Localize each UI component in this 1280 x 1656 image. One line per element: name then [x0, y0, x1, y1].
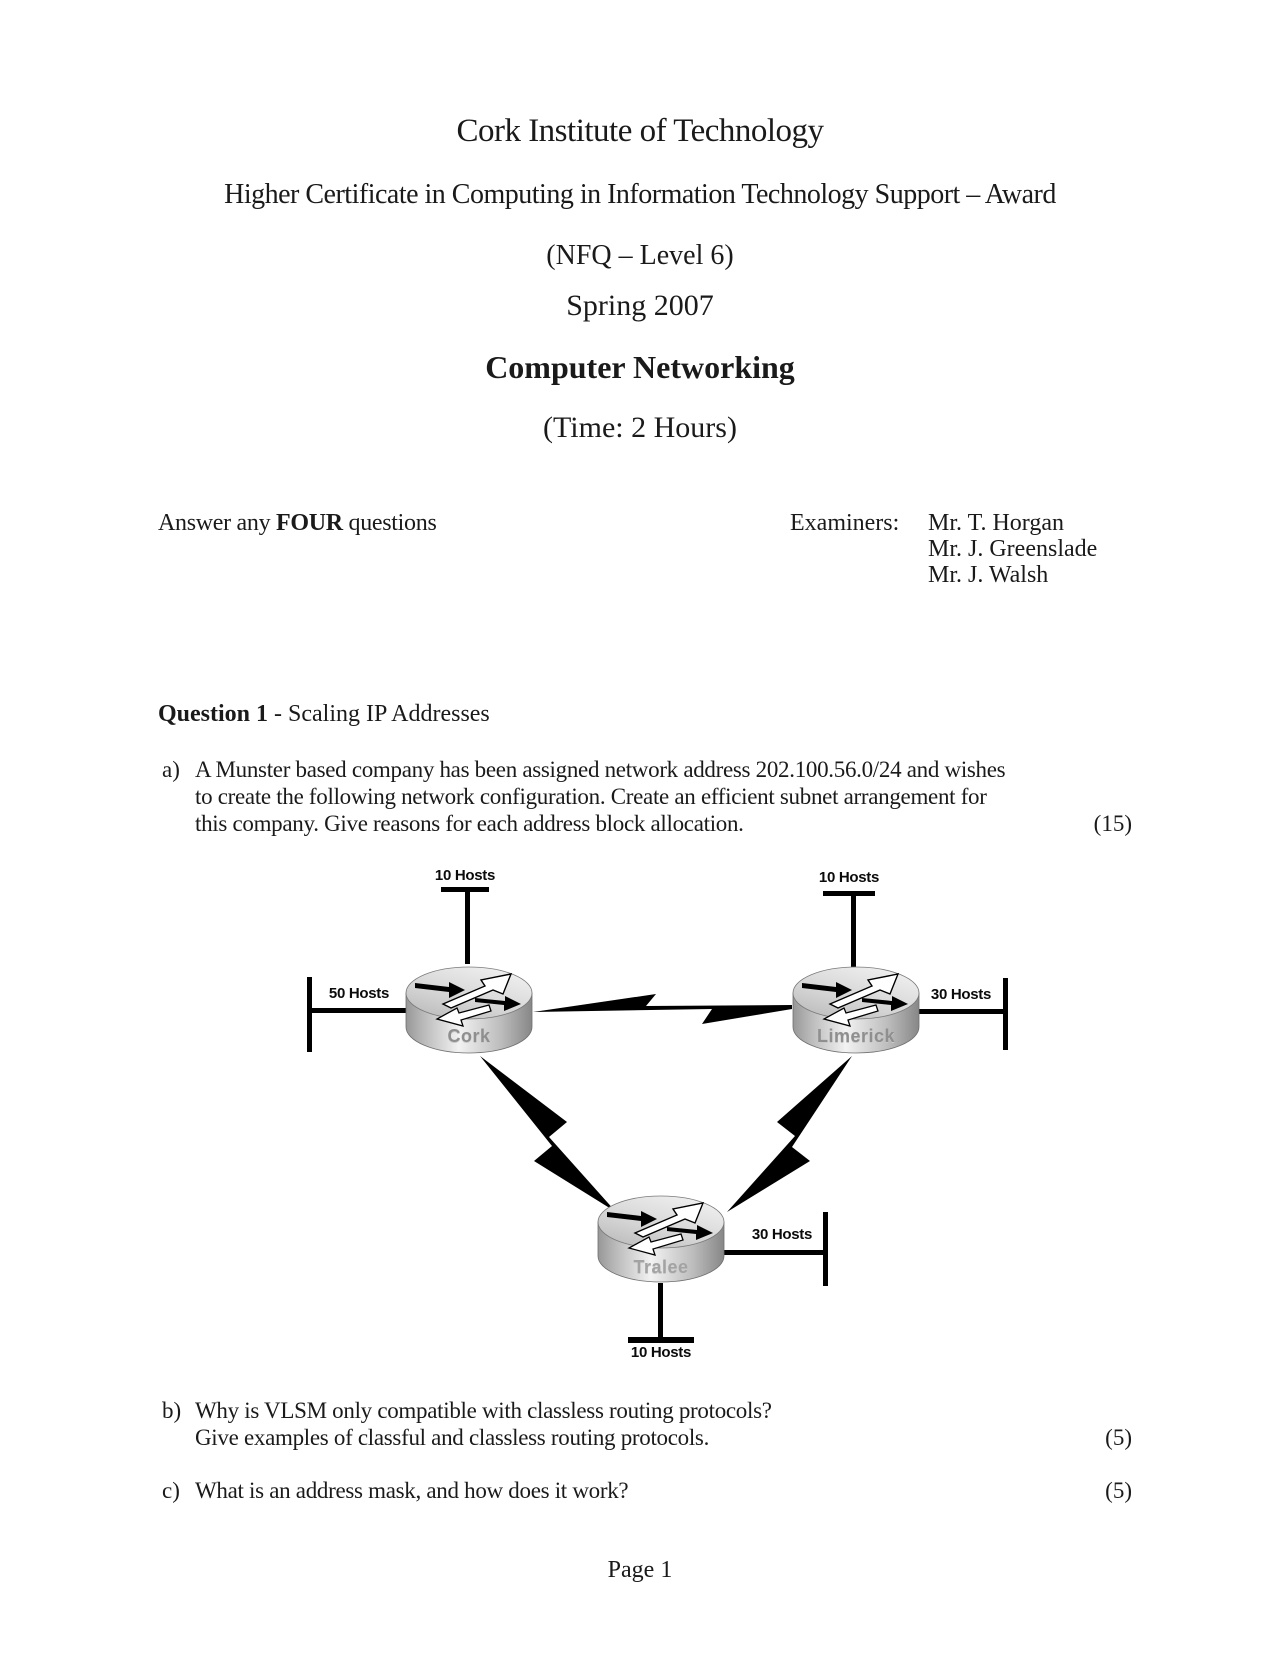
programme-title: Higher Certificate in Computing in Infor… [224, 179, 1056, 210]
part-c-marks: (5) [1105, 1478, 1132, 1503]
lan-t-bar [823, 891, 875, 896]
lan-link-line [723, 1250, 827, 1255]
part-a-label: a) [162, 757, 180, 782]
subject-title: Computer Networking [485, 349, 795, 385]
nfq-level: (NFQ – Level 6) [546, 240, 734, 271]
hosts-label-tralee-bottom: 10 Hosts [630, 1344, 692, 1361]
lan-link-line [658, 1283, 663, 1340]
part-c-line: What is an address mask, and how does it… [195, 1478, 629, 1503]
serial-link-bolt-cork-limerick [533, 994, 792, 1024]
part-a-line: this company. Give reasons for each addr… [195, 811, 744, 836]
hosts-label-limerick-right: 30 Hosts [930, 986, 992, 1003]
lan-t-bar [1003, 978, 1008, 1050]
network-diagram [307, 887, 1008, 1343]
examiner-name: Mr. T. Horgan [928, 510, 1064, 536]
part-a-marks: (15) [1093, 811, 1132, 836]
answer-instruction-suffix: questions [342, 510, 437, 536]
part-b-label: b) [162, 1398, 182, 1423]
part-a-line: A Munster based company has been assigne… [195, 757, 1006, 782]
answer-instruction-prefix: Answer any [158, 510, 277, 536]
answer-instruction-four: FOUR [276, 510, 343, 536]
lan-link-line [311, 1008, 407, 1013]
institution-title: Cork Institute of Technology [456, 113, 824, 149]
question-1-heading: Question 1 - Scaling IP Addresses [158, 700, 490, 729]
part-b-marks: (5) [1105, 1425, 1132, 1450]
part-c-label: c) [162, 1478, 180, 1503]
lan-link-line [851, 891, 856, 968]
serial-link-bolt-cork-tralee [480, 1056, 616, 1212]
router-name-limerick: Limerick [816, 1026, 896, 1046]
hosts-label-limerick-top: 10 Hosts [818, 869, 880, 886]
page-number: Page 1 [607, 1557, 673, 1583]
examiner-name: Mr. J. Greenslade [928, 536, 1098, 562]
examiner-name: Mr. J. Walsh [928, 562, 1049, 588]
lan-link-line [465, 887, 470, 964]
part-a-line: to create the following network configur… [195, 784, 987, 809]
examiners-label: Examiners: [790, 510, 900, 536]
lan-t-bar [307, 977, 312, 1052]
part-b-line: Why is VLSM only compatible with classle… [195, 1398, 772, 1423]
part-b-line: Give examples of classful and classless … [195, 1425, 710, 1450]
serial-link-bolt-limerick-tralee [727, 1056, 852, 1212]
lan-link-line [916, 1009, 1005, 1014]
answer-instruction: Answer any FOUR questions [158, 509, 437, 538]
exam-duration: (Time: 2 Hours) [543, 411, 737, 444]
question-1-heading-topic: - Scaling IP Addresses [268, 701, 490, 727]
hosts-label-tralee-right: 30 Hosts [751, 1226, 813, 1243]
hosts-label-cork-left: 50 Hosts [328, 985, 390, 1002]
hosts-label-cork-top: 10 Hosts [434, 867, 496, 884]
router-name-tralee: Tralee [633, 1257, 689, 1277]
lan-t-bar [823, 1212, 828, 1286]
lan-t-bar [628, 1337, 694, 1343]
question-1-heading-number: Question 1 [158, 701, 269, 727]
router-name-cork: Cork [447, 1026, 491, 1046]
exam-session: Spring 2007 [566, 289, 714, 322]
